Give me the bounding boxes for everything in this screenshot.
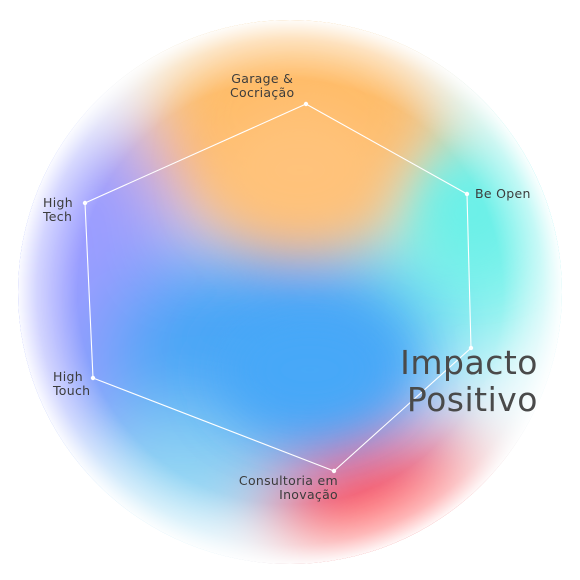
node-label-high-tech-line1: High: [43, 195, 73, 210]
dot-right: [468, 345, 474, 351]
node-label-be-open-line1: Be Open: [475, 186, 531, 201]
node-label-consultoria: Consultoria em Inovação: [239, 474, 338, 502]
center-title-line2: Positivo: [406, 380, 538, 419]
vertex-dots: [82, 101, 474, 474]
center-title-line1: Impacto: [400, 343, 538, 382]
dot-consultoria: [331, 468, 337, 474]
center-title: Impacto Positivo: [400, 344, 538, 418]
node-label-consultoria-line2: Inovação: [279, 487, 338, 502]
node-label-garage: Garage & Cocriação: [230, 72, 294, 100]
dot-high-tech: [82, 200, 88, 206]
node-label-high-touch-line1: High: [53, 369, 83, 384]
node-label-high-tech: High Tech: [43, 196, 73, 224]
node-label-garage-line1: Garage &: [231, 71, 294, 86]
node-label-be-open: Be Open: [475, 187, 531, 201]
dot-high-touch: [90, 375, 96, 381]
dot-be-open: [464, 191, 470, 197]
node-label-high-tech-line2: Tech: [43, 209, 73, 224]
dot-garage: [303, 101, 309, 107]
node-label-high-touch: High Touch: [53, 370, 90, 398]
node-label-high-touch-line2: Touch: [53, 383, 91, 398]
node-label-garage-line2: Cocriação: [230, 85, 295, 100]
node-label-consultoria-line1: Consultoria em: [238, 473, 338, 488]
